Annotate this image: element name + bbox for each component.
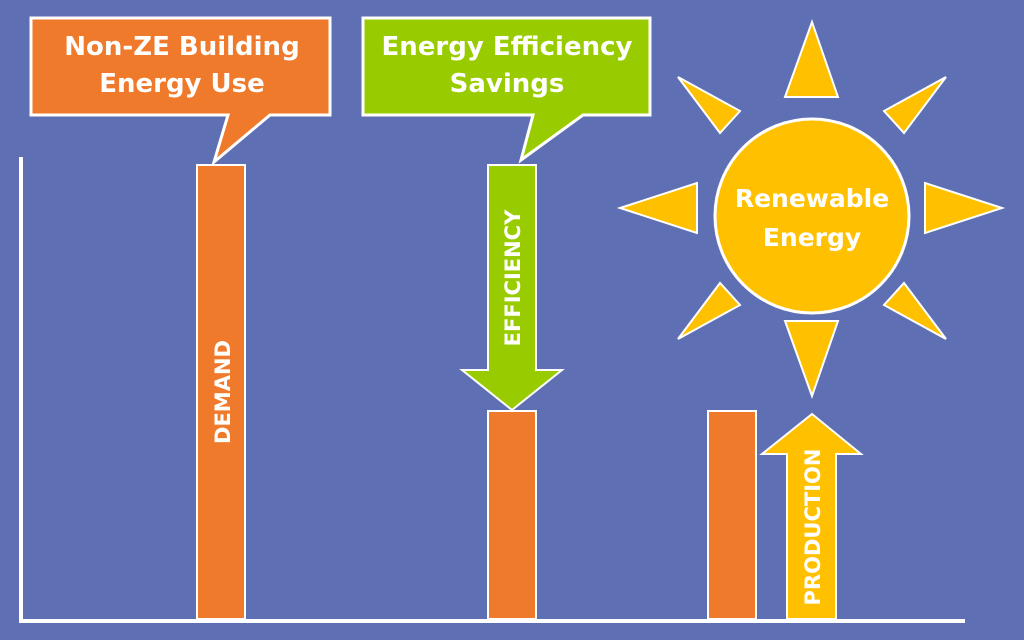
sun-ray-top-left [677, 76, 742, 135]
efficiency-arrow-label: EFFICIENCY [501, 209, 525, 346]
demand-callout: Non-ZE Building Energy Use [29, 16, 332, 167]
production-arrow: PRODUCTION [759, 412, 864, 620]
sun-ray-top-right [882, 76, 947, 135]
efficiency-callout-line1: Energy Efficiency [382, 32, 633, 62]
efficiency-callout: Energy Efficiency Savings [361, 16, 652, 164]
sun-ray-left [616, 181, 698, 235]
efficiency-arrow-shape [459, 164, 565, 412]
sun-ray-bottom [783, 320, 840, 400]
reduced-demand-bar [487, 410, 537, 620]
sun-ray-bottom-left [677, 281, 742, 340]
sun-rays [616, 18, 1006, 400]
demand-bar-rect [196, 164, 246, 620]
sun-icon: Renewable Energy [616, 18, 1006, 400]
sun-ray-bottom-right [882, 281, 947, 340]
sun-disc [713, 117, 911, 315]
production-arrow-label: PRODUCTION [801, 449, 825, 606]
efficiency-arrow: EFFICIENCY [459, 164, 565, 412]
demand-callout-box [29, 16, 332, 167]
efficiency-callout-box [361, 16, 652, 164]
demand-callout-line1: Non-ZE Building [64, 32, 299, 62]
sun-label-line1: Renewable [735, 184, 889, 213]
net-zero-demand-bar [707, 410, 757, 620]
efficiency-callout-line2: Savings [450, 69, 565, 99]
sun-ray-right [924, 181, 1006, 235]
demand-bar: DEMAND [196, 164, 246, 620]
sun-label-line2: Energy [763, 223, 861, 252]
sun-ray-top [783, 18, 840, 98]
demand-callout-line2: Energy Use [99, 69, 265, 99]
production-arrow-shape [759, 412, 864, 620]
demand-bar-label: DEMAND [211, 340, 235, 444]
